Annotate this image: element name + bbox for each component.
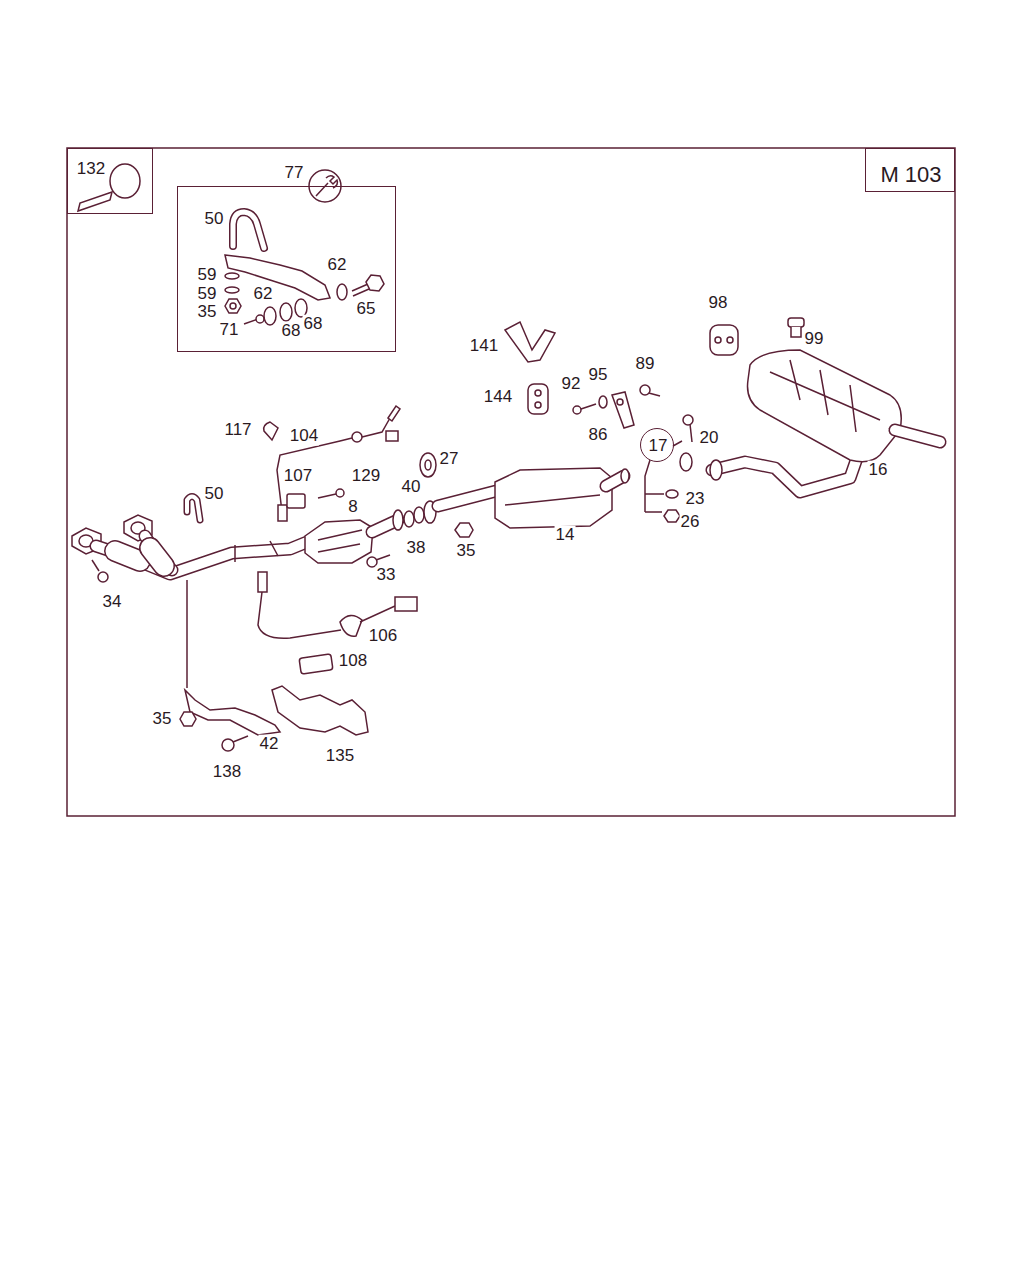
callout-number: 50 (204, 210, 225, 229)
callout-number: 40 (401, 478, 422, 497)
oxygen-sensors (258, 406, 417, 674)
callout-number: 89 (635, 355, 656, 374)
callout-number: 104 (289, 427, 319, 446)
callout-number: 35 (456, 542, 477, 561)
outer-frame (67, 148, 955, 816)
callout-number: 138 (212, 763, 242, 782)
callout-number: 27 (439, 450, 460, 469)
engine-code-box: M 103 (865, 148, 955, 192)
rear-muffler (710, 350, 940, 492)
callout-number: 98 (708, 294, 729, 313)
callout-number: 16 (868, 461, 889, 480)
callout-number: 14 (555, 526, 576, 545)
callout-number: 50 (204, 485, 225, 504)
callout-number: 23 (685, 490, 706, 509)
kit-group-box: 7750625959623565716868 (177, 186, 396, 352)
middle-muffler (404, 468, 629, 528)
callout-number: 141 (469, 337, 499, 356)
hanger-parts (92, 318, 804, 582)
callout-number: 59 (197, 285, 218, 304)
callout-number: 62 (253, 285, 274, 304)
cable-tie-box: 132 (67, 148, 153, 214)
front-pipe (72, 510, 403, 574)
callout-number: 26 (680, 513, 701, 532)
callout-number: 129 (351, 467, 381, 486)
callout-number: 35 (152, 710, 173, 729)
callout-number: 42 (259, 735, 280, 754)
callout-number: 20 (699, 429, 720, 448)
callout-number: 144 (483, 388, 513, 407)
callout-number: 108 (338, 652, 368, 671)
mounting-kit (225, 212, 384, 325)
callout-number: 38 (406, 539, 427, 558)
callout-number: 71 (219, 321, 240, 340)
callout-number: 33 (376, 566, 397, 585)
callout-number: 106 (368, 627, 398, 646)
callout-number: 17 (648, 437, 669, 456)
callout-circle: 17 (640, 428, 674, 462)
callout-number: 92 (561, 375, 582, 394)
engine-code: M 103 (879, 163, 942, 187)
callout-number: 107 (283, 467, 313, 486)
callout-number: 77 (284, 164, 305, 183)
callout-number: 59 (197, 266, 218, 285)
callout-number: 132 (76, 160, 106, 179)
callout-number: 68 (281, 322, 302, 341)
callout-number: 95 (588, 366, 609, 385)
callout-number: 68 (303, 315, 324, 334)
lower-brackets (180, 497, 368, 752)
callout-number: 117 (223, 421, 252, 440)
callout-number: 99 (804, 330, 825, 349)
callout-number: 35 (197, 303, 218, 322)
callout-number: 8 (347, 498, 358, 517)
callout-number: 65 (356, 300, 377, 319)
callout-number: 34 (102, 593, 123, 612)
callout-number: 62 (327, 256, 348, 275)
callout-number: 135 (325, 747, 355, 766)
callout-number: 86 (588, 426, 609, 445)
